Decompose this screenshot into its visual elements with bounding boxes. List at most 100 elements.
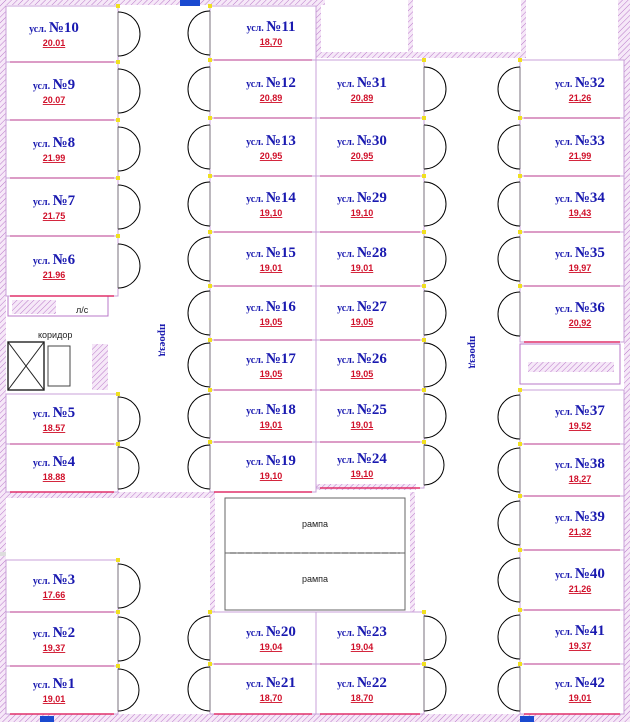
door-swing (117, 616, 141, 662)
column-marker (116, 118, 120, 122)
door-swing (117, 243, 141, 289)
bay-area: 19,01 (569, 693, 592, 703)
door-swing (187, 393, 211, 439)
door-swing (423, 124, 447, 170)
door-swing (497, 394, 521, 440)
column-marker (422, 610, 426, 614)
column-marker (116, 392, 120, 396)
column-marker (208, 116, 212, 120)
parking-bay-42: усл. №42 19,01 (497, 662, 625, 715)
bay-label: усл. №6 (33, 252, 76, 268)
door-swing (497, 557, 521, 603)
bay-area: 20.01 (43, 38, 66, 48)
door-swing (497, 614, 521, 660)
bay-area: 19,10 (351, 208, 374, 218)
bay-area: 21,26 (569, 584, 592, 594)
parking-bay-21: усл. №21 18,70 (187, 662, 317, 715)
door-swing (423, 615, 447, 661)
column-marker (518, 442, 522, 446)
bay-area: 18,70 (351, 693, 374, 703)
bay-area: 19,37 (569, 641, 592, 651)
column-marker (208, 284, 212, 288)
bay-label: усл. №5 (33, 405, 75, 421)
bay-area: 19,43 (569, 208, 592, 218)
door-swing (423, 181, 447, 227)
column-marker (422, 230, 426, 234)
bay-label: усл. №13 (246, 133, 296, 149)
bay-label: усл. №3 (33, 572, 75, 588)
bay-label: усл. №37 (555, 403, 605, 419)
door-swing (497, 666, 521, 712)
door-swing (187, 124, 211, 170)
bay-label: усл. №19 (246, 453, 296, 469)
column-marker (518, 608, 522, 612)
column-marker (422, 388, 426, 392)
column-marker (208, 338, 212, 342)
column-marker (116, 558, 120, 562)
bay-area: 19,05 (260, 317, 283, 327)
bay-area: 21,26 (569, 93, 592, 103)
ramp-label-top: рампа (302, 519, 328, 529)
bay-label: усл. №42 (555, 675, 605, 691)
bay-label: усл. №2 (33, 625, 75, 641)
column-marker (208, 440, 212, 444)
door-swing (117, 68, 141, 114)
column-marker (116, 664, 120, 668)
door-swing (117, 446, 140, 490)
ramp-label-bottom: рампа (302, 574, 328, 584)
bay-label: усл. №21 (246, 675, 296, 691)
bay-label: усл. №25 (337, 402, 387, 418)
ramp: рампа рампа (224, 497, 406, 611)
bay-label: усл. №20 (246, 624, 296, 640)
door-swing (423, 290, 447, 336)
door-swing (423, 236, 447, 282)
column-marker (208, 58, 212, 62)
door-swing (117, 563, 141, 609)
column-marker (208, 388, 212, 392)
column-marker (116, 234, 120, 238)
column-marker (422, 662, 426, 666)
column-marker (116, 176, 120, 180)
door-swing (117, 11, 141, 57)
door-swing (497, 66, 521, 112)
door-swing (497, 447, 521, 493)
bay-label: усл. №30 (337, 133, 387, 149)
column-marker (518, 388, 522, 392)
bay-area: 21.96 (43, 270, 66, 280)
column-marker (518, 230, 522, 234)
bay-label: усл. №4 (33, 454, 76, 470)
column-marker (518, 116, 522, 120)
column-marker (422, 58, 426, 62)
column-marker (518, 662, 522, 666)
bay-area: 19,97 (569, 263, 592, 273)
column-marker (208, 662, 212, 666)
column-marker (518, 284, 522, 288)
door-swing (423, 342, 447, 388)
column-marker (422, 174, 426, 178)
bay-label: усл. №17 (246, 351, 296, 367)
bay-area: 19,05 (351, 317, 374, 327)
bay-label: усл. №22 (337, 675, 387, 691)
bay-label: усл. №32 (555, 75, 605, 91)
column-marker (422, 284, 426, 288)
door-swing (187, 181, 211, 227)
bay-area: 18,70 (260, 693, 283, 703)
door-swing (117, 396, 141, 442)
door-swing (497, 124, 521, 170)
bay-label: усл. №18 (246, 402, 296, 418)
